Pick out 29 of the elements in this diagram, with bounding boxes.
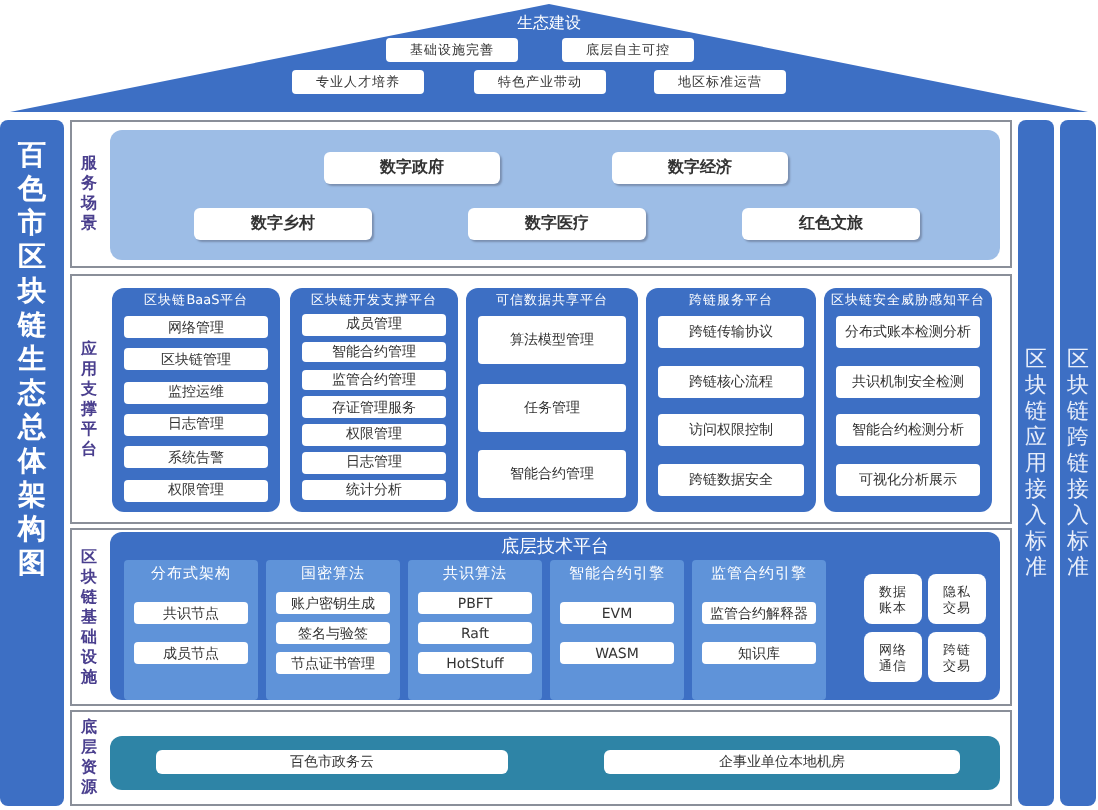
layer-label: 底层资源 — [80, 718, 98, 798]
platform-panel — [646, 288, 816, 512]
engine-panel — [692, 560, 826, 700]
side-banner: 百色市区块链生态总体架构图 — [0, 120, 64, 806]
engine-panel — [266, 560, 400, 700]
engine-panel — [550, 560, 684, 700]
scenario-box: 数字乡村 — [194, 208, 372, 240]
roof-heading: 生态建设 — [515, 14, 583, 32]
scenario-box: 数字政府 — [324, 152, 500, 184]
layer-label: 应用支撑平台 — [80, 339, 98, 459]
engine-panel — [124, 560, 258, 700]
layer-label: 服务场景 — [80, 154, 98, 234]
layer-band — [110, 736, 1000, 790]
layer-frame — [70, 120, 1012, 268]
scenario-box: 红色文旅 — [742, 208, 920, 240]
platform-panel — [290, 288, 458, 512]
platform-panel — [824, 288, 992, 512]
layer-band — [110, 130, 1000, 260]
side-banner: 区块链跨链接入标准 — [1060, 120, 1096, 806]
platform-panel — [112, 288, 280, 512]
layer-frame — [70, 710, 1012, 806]
layer-frame — [70, 274, 1012, 524]
platform-panel — [466, 288, 638, 512]
scenario-box: 数字经济 — [612, 152, 788, 184]
layer-label: 区块链基础设施 — [80, 547, 98, 687]
engine-panel — [408, 560, 542, 700]
side-banner: 区块链应用接入标准 — [1018, 120, 1054, 806]
panel-heading: 底层技术平台 — [499, 538, 611, 558]
scenario-box: 数字医疗 — [468, 208, 646, 240]
